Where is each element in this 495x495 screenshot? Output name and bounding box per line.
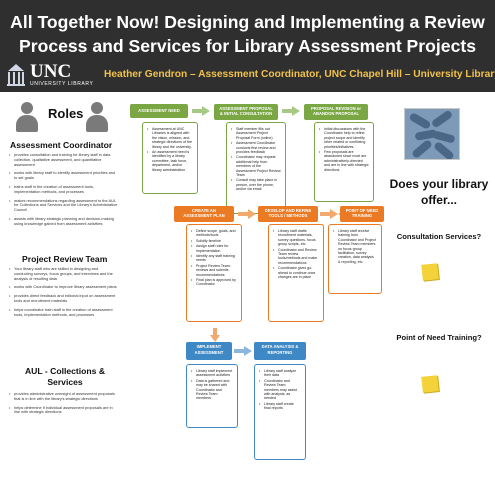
roles-heading: Roles <box>48 106 84 121</box>
hands-together-image <box>404 108 460 160</box>
roles-icons <box>14 102 114 134</box>
proposal-revision-box: Initial discussions with the Coordinator… <box>314 122 374 202</box>
assessment-need-box: Assessment at UNC Libraries is aligned w… <box>142 122 198 194</box>
questions-column: Does your library offer... Consultation … <box>388 100 490 488</box>
list-item: Final plan is approved by Coordinator <box>191 278 237 287</box>
arrow-right-icon <box>234 346 252 356</box>
project-review-team-list: Your library staff who are skilled in de… <box>8 266 118 321</box>
list-item: provides consultation and training for l… <box>8 152 118 167</box>
list-item: Consult may take place in person, over t… <box>231 178 281 191</box>
create-plan-box: Define scope, goals, and methods/tools S… <box>186 224 242 322</box>
poster-title: All Together Now! Designing and Implemen… <box>0 10 495 58</box>
logo-subtext: UNIVERSITY LIBRARY <box>30 81 94 87</box>
person-icon <box>86 102 108 132</box>
logo-text: UNC <box>30 61 72 82</box>
arrow-right-icon <box>192 106 210 116</box>
arrow-down-icon <box>210 328 220 342</box>
list-item: Identify any staff training needs <box>191 254 237 263</box>
list-item: Solidify timeline <box>191 239 237 244</box>
list-item: makes recommendations regarding assessme… <box>8 198 118 213</box>
list-item: provides direct feedback and editorial i… <box>8 293 118 304</box>
process-flowchart: ASSESSMENT NEED ASSESSMENT PROPOSAL & IN… <box>122 96 384 488</box>
data-analysis-box: Library staff analyze their data Coordin… <box>254 364 306 460</box>
sticky-note-icon <box>421 375 439 393</box>
list-item: Assign staff roles for implementation <box>191 244 237 253</box>
section-title-aul: AUL - Collections & Services <box>24 366 106 387</box>
list-item: Assessment Coordinator conducts first re… <box>231 141 281 154</box>
list-item: Coordinator may request additional help … <box>231 155 281 177</box>
list-item: Project Review Team: reviews and submits… <box>191 264 237 277</box>
list-item: Initial discussions with the Coordinator… <box>319 127 369 149</box>
assessment-coordinator-list: provides consultation and training for l… <box>8 152 118 231</box>
list-item: trains staff in the creation of assessme… <box>8 184 118 195</box>
list-item: Coordinator gives go-ahead to continue o… <box>273 266 319 279</box>
step-implement-assessment: IMPLEMENT ASSESSMENT <box>186 342 232 360</box>
list-item: Define scope, goals, and methods/tools <box>191 229 237 238</box>
training-box: Library staff receive training from Coor… <box>328 224 382 294</box>
arrow-right-icon <box>320 209 338 219</box>
old-well-logo-icon <box>6 64 26 86</box>
step-assessment-need: ASSESSMENT NEED <box>130 104 188 118</box>
step-point-of-need-training: POINT OF NEED TRAINING <box>340 206 384 222</box>
list-item: Library staff implement assessment activ… <box>191 369 233 378</box>
section-title-assessment-coordinator: Assessment Coordinator <box>10 140 113 150</box>
list-item: works with Coordinator to improve librar… <box>8 285 118 290</box>
step-proposal-consultation: ASSESSMENT PROPOSAL & INITIAL CONSULTATI… <box>214 104 278 120</box>
person-icon <box>16 102 38 132</box>
list-item: Data is gathered and may be shared with … <box>191 379 233 401</box>
question-training: Point of Need Training? <box>396 333 482 342</box>
implement-assessment-box: Library staff implement assessment activ… <box>186 364 238 428</box>
list-item: An assessment need is identified by a li… <box>147 150 193 172</box>
arrow-right-icon <box>238 209 256 219</box>
question-consultation: Consultation Services? <box>396 232 482 241</box>
list-item: Library staff drafts recruitment materia… <box>273 229 319 247</box>
list-item: provides administrative oversight of ass… <box>8 391 118 402</box>
step-data-analysis: DATA ANALYSIS & REPORTING <box>254 342 306 360</box>
roles-column: Roles Assessment Coordinator provides co… <box>8 100 118 488</box>
proposal-consultation-box: Staff member fills out Assessment Projec… <box>226 122 286 214</box>
list-item: Coordinator and Review Team members may … <box>259 379 301 401</box>
list-item: Library staff create final reports <box>259 402 301 411</box>
title-line-1: All Together Now! Designing and Implemen… <box>10 12 485 32</box>
step-proposal-revision: PROPOSAL REVISION or ABANDON PROPOSAL <box>304 104 368 120</box>
aul-list: provides administrative oversight of ass… <box>8 391 118 419</box>
list-item: works with library staff to identify ass… <box>8 171 118 181</box>
list-item: helps determine if individual assessment… <box>8 405 118 416</box>
arrow-right-icon <box>282 106 300 116</box>
list-item: Library staff receive training from Coor… <box>333 229 377 264</box>
develop-tools-box: Library staff drafts recruitment materia… <box>268 224 324 322</box>
section-title-project-review-team: Project Review Team <box>22 254 108 264</box>
list-item: Library staff analyze their data <box>259 369 301 378</box>
sticky-note-icon <box>421 263 439 281</box>
author-byline: Heather Gendron – Assessment Coordinator… <box>104 69 495 80</box>
list-item: assists with library strategic planning … <box>8 216 118 227</box>
list-item: Few proposals are abandoned since most a… <box>319 150 369 172</box>
list-item: Coordinator and Review Team review tools… <box>273 248 319 266</box>
list-item: Assessment at UNC Libraries is aligned w… <box>147 127 193 149</box>
list-item: Your library staff who are skilled in de… <box>8 266 118 281</box>
step-develop-tools: DEVELOP AND REFINE TOOLS / METHODS <box>258 206 318 222</box>
main-question: Does your library offer... <box>389 177 489 207</box>
title-line-2: Process and Services for Library Assessm… <box>18 36 476 56</box>
list-item: Staff member fills out Assessment Projec… <box>231 127 281 140</box>
unc-logo: UNC UNIVERSITY LIBRARY <box>6 62 102 88</box>
step-create-plan: CREATE AN ASSESSMENT PLAN <box>174 206 234 222</box>
poster-header: All Together Now! Designing and Implemen… <box>0 0 495 92</box>
list-item: helps coordinator train staff in the cre… <box>8 307 118 318</box>
